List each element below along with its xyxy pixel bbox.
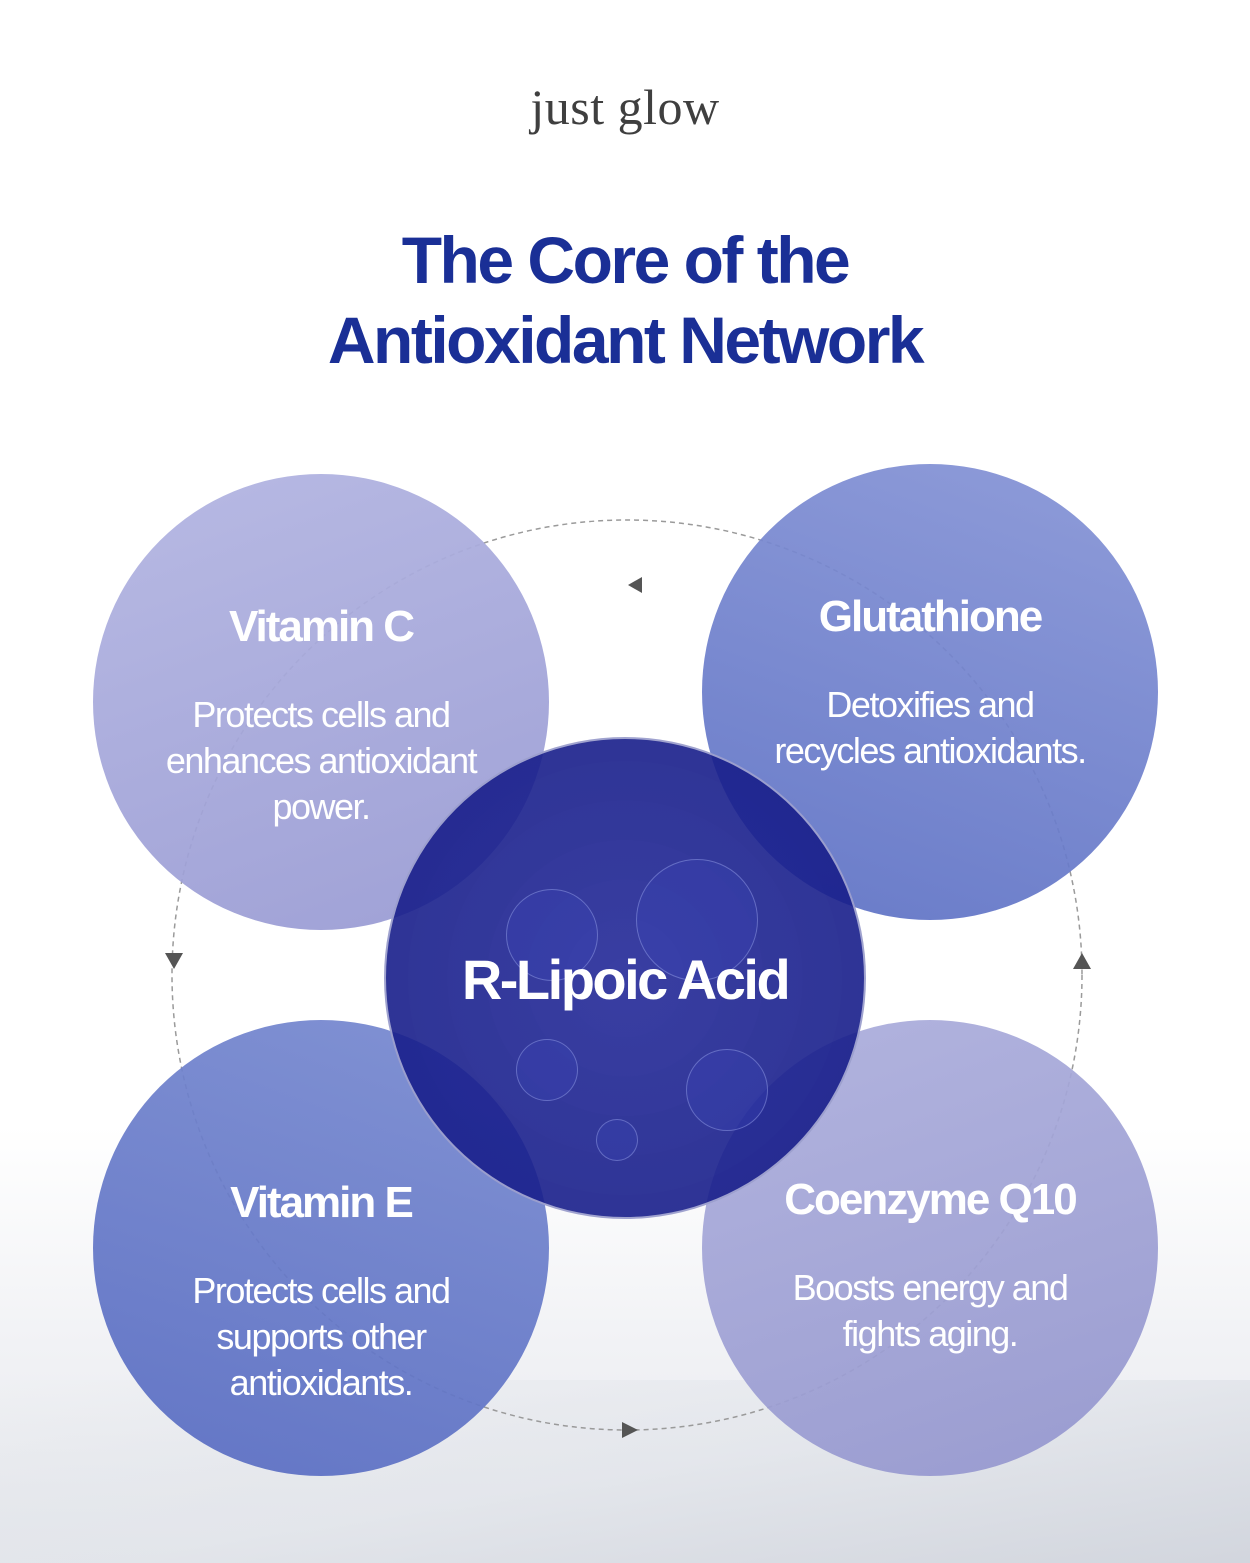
desc-line: Boosts energy and: [792, 1267, 1069, 1308]
bubble-decoration: [516, 1039, 578, 1101]
node-name: Vitamin C: [228, 602, 415, 651]
arrow-left-icon: [628, 577, 642, 593]
center-node-name: R-Lipoic Acid: [461, 948, 791, 1011]
node-description: Detoxifies and recycles antioxidants.: [702, 682, 1158, 774]
desc-line: power.: [272, 786, 371, 827]
bubble-decoration: [686, 1049, 768, 1131]
arrow-right-icon: [622, 1422, 638, 1438]
desc-line: Protects cells and: [192, 694, 451, 735]
desc-line: Detoxifies and: [826, 684, 1035, 725]
desc-line: fights aging.: [842, 1313, 1019, 1354]
arrow-up-icon: [1073, 953, 1091, 969]
desc-line: recycles antioxidants.: [774, 730, 1087, 771]
title-line-2: Antioxidant Network: [327, 303, 925, 377]
node-description: Protects cells and enhances antioxidant …: [93, 692, 549, 830]
node-name: Coenzyme Q10: [784, 1175, 1077, 1224]
desc-line: Protects cells and: [192, 1270, 451, 1311]
node-name: Vitamin E: [230, 1178, 414, 1227]
node-r-lipoic-acid: R-Lipoic Acid: [384, 737, 866, 1219]
desc-line: supports other: [216, 1316, 427, 1357]
desc-line: enhances antioxidant: [165, 740, 478, 781]
node-name: Glutathione: [818, 592, 1043, 641]
bubble-decoration: [506, 889, 598, 981]
arrow-down-icon: [165, 953, 183, 969]
node-vitamin-c: Vitamin C Protects cells and enhances an…: [93, 474, 549, 930]
desc-line: antioxidants.: [229, 1362, 414, 1403]
bubble-decoration: [596, 1119, 638, 1161]
title-line-1: The Core of the: [401, 223, 851, 297]
node-description: Protects cells and supports other antiox…: [93, 1268, 549, 1406]
brand-logo: just glow: [530, 79, 720, 135]
node-description: Boosts energy and fights aging.: [702, 1265, 1158, 1357]
page-title: The Core of the Antioxidant Network: [0, 220, 1250, 380]
bubble-decoration: [636, 859, 758, 981]
